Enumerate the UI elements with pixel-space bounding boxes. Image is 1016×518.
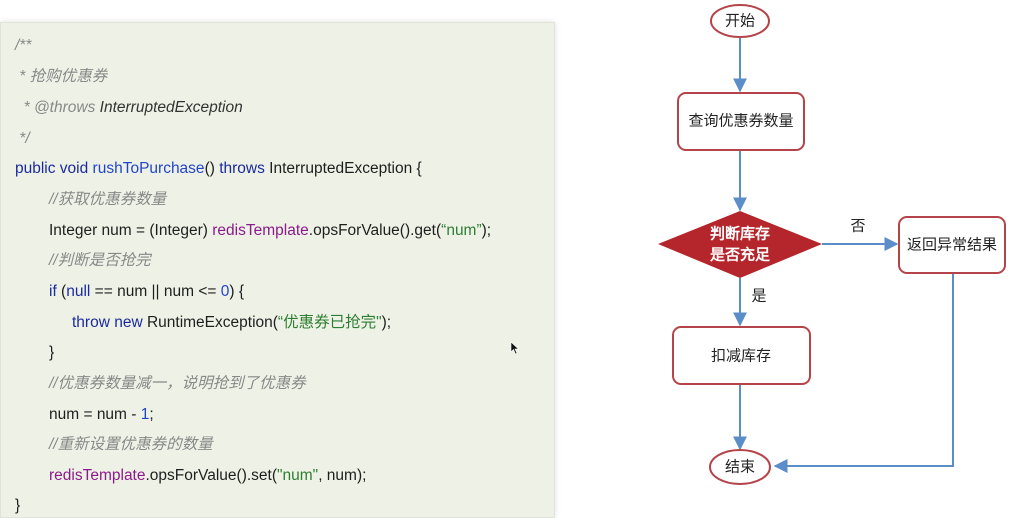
edge-error-to-end (773, 273, 954, 473)
code-method-close-brace: } (15, 497, 21, 514)
edge-label-no: 否 (850, 217, 865, 235)
node-deduct-label: 扣减库存 (711, 347, 771, 365)
code-comment-open: /** (15, 37, 32, 54)
code-panel: /** * 抢购优惠券 * @throws InterruptedExcepti… (0, 22, 555, 518)
code-comment-title: * 抢购优惠券 (15, 68, 108, 85)
node-start (710, 4, 770, 38)
code-get-num: Integer num = (Integer) redisTemplate.op… (49, 222, 492, 239)
code-decrement: num = num - 1; (49, 406, 154, 423)
code-if-statement: if (null == num || num <= 0) { (49, 283, 245, 300)
node-end (709, 449, 771, 485)
node-error-result (898, 216, 1006, 274)
node-end-label: 结束 (725, 458, 755, 476)
code-set-num: redisTemplate.opsForValue().set("num", n… (49, 467, 367, 484)
node-decision-label-line2: 是否充足 (709, 246, 771, 264)
code-if-close-brace: } (49, 344, 55, 361)
code-comment-decrement: //优惠券数量减一，说明抢到了优惠券 (49, 375, 306, 392)
code-comment-get: //获取优惠券数量 (49, 191, 167, 208)
code-comment-throws: * @throws InterruptedException (15, 99, 243, 116)
node-decision (658, 211, 822, 278)
code-comment-close: */ (15, 130, 30, 147)
node-deduct (672, 326, 811, 385)
node-decision-label-line1: 判断库存 (710, 225, 770, 243)
code-throw-statement: throw new RuntimeException(“优惠券已抢完"); (72, 314, 392, 331)
node-query (677, 92, 805, 151)
mouse-pointer-icon (510, 341, 520, 355)
code-comment-judge: //判断是否抢完 (49, 252, 151, 269)
code-method-signature: public void rushToPurchase() throws Inte… (15, 160, 422, 177)
node-query-label: 查询优惠券数量 (688, 112, 793, 130)
edge-label-yes: 是 (751, 287, 766, 305)
node-start-label: 开始 (725, 12, 755, 30)
node-error-result-label: 返回异常结果 (907, 236, 997, 254)
code-comment-reset: //重新设置优惠券的数量 (49, 436, 213, 453)
